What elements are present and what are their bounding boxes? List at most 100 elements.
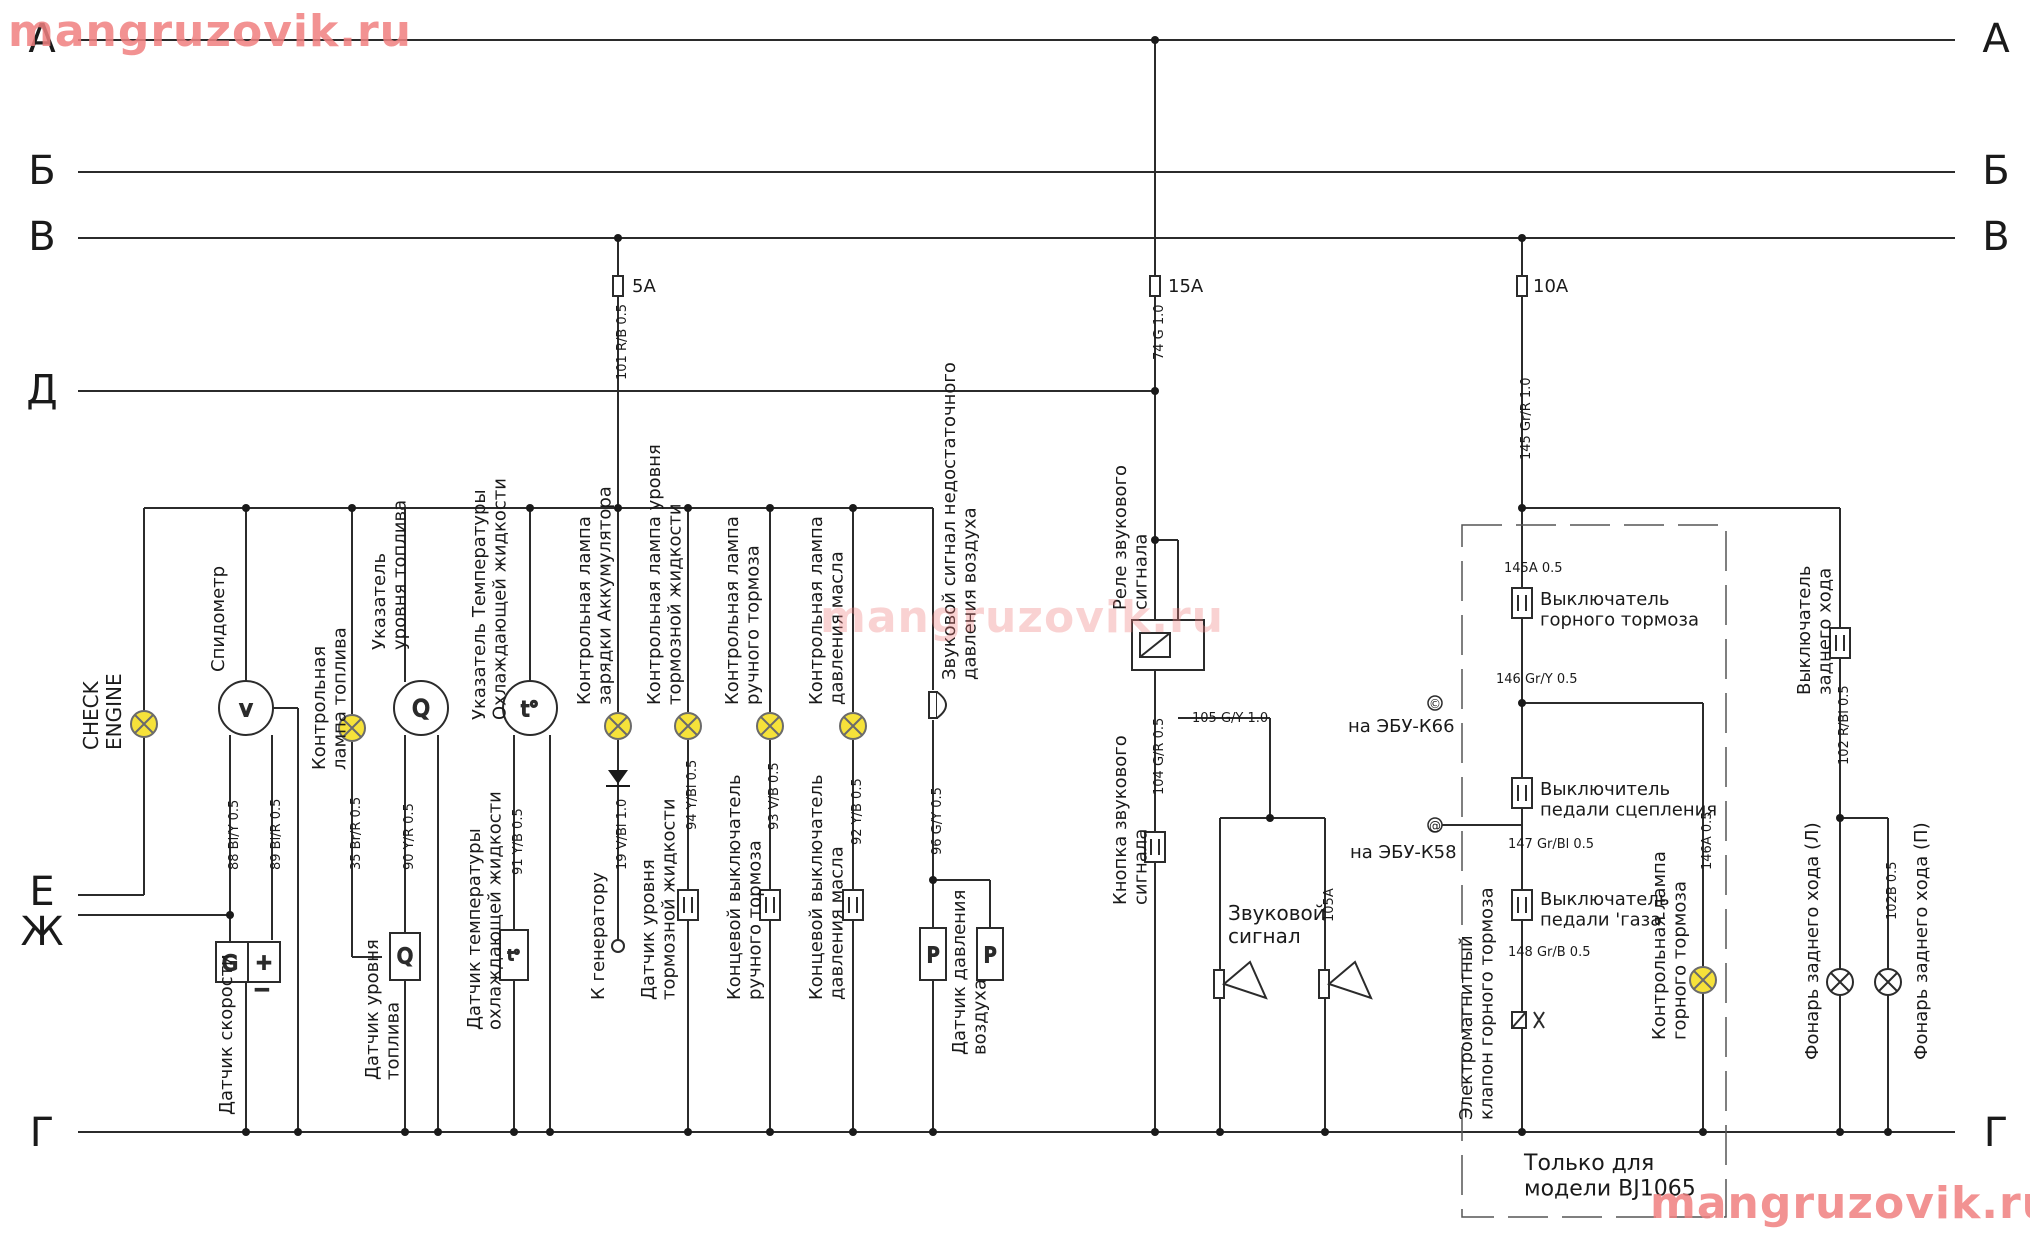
charge-lamp-icon — [604, 712, 632, 740]
check-engine-label: CHECKENGINE — [79, 673, 126, 750]
mountain-valve-label: Электромагнитныйклапон горного тормоза — [1456, 887, 1498, 1120]
reverse-lamp-left-label: Фонарь заднего хода (Л) — [1802, 822, 1823, 1060]
fuel-level-sensor: Q — [389, 932, 421, 981]
horn-1-icon — [1213, 960, 1268, 1000]
air-buzzer-label: Звуковой сигнал недостаточногодавления в… — [939, 362, 981, 680]
hand-brake-switch-label: Концевой выключательручного тормоза — [724, 774, 766, 1000]
rail-a-right: А — [1982, 16, 2010, 62]
rail-e-left: Е — [29, 869, 54, 915]
fuel-lamp-icon — [338, 714, 366, 742]
mountain-brake-lamp-icon — [1689, 966, 1717, 994]
air-buzzer-icon — [928, 691, 947, 719]
brake-fluid-sensor-label: Датчик уровнятормозной жидкости — [638, 798, 680, 1000]
wire-148: 148 Gr/B 0.5 — [1508, 945, 1590, 960]
wire-102b: 102В 0.5 — [1885, 861, 1900, 920]
reverse-switch-label: Выключательзаднего хода — [1794, 566, 1836, 695]
wire-105: 105 G/Y 1.0 — [1192, 711, 1268, 726]
wire-146: 146 Gr/Y 0.5 — [1496, 672, 1578, 687]
rail-g-right: Г — [1984, 1110, 2008, 1156]
svg-text:15А: 15А — [1168, 276, 1204, 297]
wire-101: 101 R/B 0.5 — [615, 304, 630, 380]
ecu-k58-terminal: @ — [1427, 817, 1443, 833]
air-sensor-label: Датчик давлениявоздуха — [949, 890, 991, 1055]
reverse-lamp-right-icon — [1874, 968, 1902, 996]
oil-switch — [842, 889, 864, 921]
wire-89: 89 Bl/R 0.5 — [269, 799, 284, 870]
svg-text:@: @ — [1429, 819, 1441, 833]
temp-sensor: t° — [499, 929, 529, 981]
ecu-k66-label: на ЭБУ-К66 — [1348, 716, 1455, 737]
mountain-brake-switch — [1511, 587, 1533, 619]
gas-pedal-switch — [1511, 889, 1533, 921]
horn-relay — [1131, 619, 1205, 671]
wire-74: 74 G 1.0 — [1152, 304, 1167, 360]
wire-92: 92 Y/B 0.5 — [850, 778, 865, 845]
charge-lamp-label: Контрольная лампазарядки Аккумулятора — [574, 486, 616, 705]
watermark-center: mangruzovik.ru — [820, 592, 1224, 643]
speed-sensor-label: Датчик скорости — [216, 954, 237, 1115]
wire-93: 93 V/B 0.5 — [767, 762, 782, 830]
rail-a-left: А — [28, 16, 56, 62]
check-engine-lamp-icon — [130, 710, 158, 738]
wire-19: 19 V/Bl 1.0 — [615, 799, 630, 870]
wire-91: 91 Y/B 0.5 — [511, 808, 526, 875]
fuel-sensor-label: Датчик уровнятоплива — [362, 939, 404, 1080]
hand-brake-switch — [759, 889, 781, 921]
watermark-top-left: mangruzovik.ru — [8, 6, 412, 57]
horn-relay-label: Реле звуковогосигнала — [1110, 465, 1152, 610]
diode-icon — [606, 770, 630, 787]
svg-text:G: G — [222, 951, 238, 975]
ecu-k58-label: на ЭБУ-К58 — [1350, 842, 1457, 863]
brake-fluid-switch — [677, 889, 699, 921]
fuel-lamp-label: Контрольнаялампа топлива — [309, 627, 351, 770]
oil-lamp-label: Контрольная лампадавления масла — [806, 516, 848, 705]
rail-g-left: Г — [30, 1110, 54, 1156]
rail-v-left: В — [28, 214, 55, 260]
speedometer-label: Спидометр — [208, 566, 229, 672]
wire-90: 90 Y/R 0.5 — [402, 803, 417, 870]
hand-brake-lamp-label: Контрольная лампаручного тормоза — [722, 516, 764, 705]
svg-text:10А: 10А — [1533, 276, 1569, 297]
reverse-lamp-left-icon — [1826, 968, 1854, 996]
mountain-brake-valve-icon — [1511, 1011, 1545, 1029]
temp-gauge-label: Указатель ТемпературыОхлаждающей жидкост… — [469, 478, 511, 720]
generator-terminal-icon — [611, 939, 625, 953]
svg-text:5А: 5А — [632, 276, 656, 297]
rail-b-right: Б — [1982, 148, 2009, 194]
rail-d-left: Д — [26, 367, 57, 413]
horn-button-label: Кнопка звуковогосигнала — [1110, 735, 1152, 905]
horn-2-icon — [1318, 960, 1373, 1000]
fuel-gauge-label: Указательуровня топлива — [369, 500, 411, 650]
hand-brake-lamp-icon — [756, 712, 784, 740]
wire-147: 147 Gr/Bl 0.5 — [1508, 837, 1594, 852]
wire-146a: 146А 0.5 — [1700, 811, 1715, 870]
fuse-5a: 5А — [612, 275, 656, 297]
bj1065-boundary — [1461, 524, 1727, 1218]
rail-v-right: В — [1982, 214, 2009, 260]
oil-lamp-icon — [839, 712, 867, 740]
svg-text:−: − — [254, 977, 271, 1001]
wire-104: 104 G/R 0.5 — [1152, 718, 1167, 795]
brake-fluid-lamp-label: Контрольная лампа уровнятормозной жидкос… — [644, 444, 686, 705]
svg-text:P: P — [984, 943, 996, 967]
speed-sensor: G + − — [215, 941, 281, 1002]
clutch-switch — [1511, 777, 1533, 809]
wire-88: 88 Bl/Y 0.5 — [227, 800, 242, 870]
svg-text:Q: Q — [412, 697, 429, 722]
svg-text:t°: t° — [521, 697, 539, 721]
wire-102: 102 R/Bl 0.5 — [1837, 685, 1852, 765]
generator-label: К генератору — [588, 872, 609, 1000]
fuel-gauge: Q — [393, 680, 449, 736]
rail-b-left: Б — [28, 148, 55, 194]
svg-text:Q: Q — [397, 944, 413, 968]
mountain-lamp-label: Контрольная лампагорного тормоза — [1649, 851, 1691, 1040]
reverse-switch — [1829, 627, 1851, 659]
brake-fluid-lamp-icon — [674, 712, 702, 740]
air-pressure-sensor-2: P — [976, 927, 1004, 981]
rail-zh-left: Ж — [20, 909, 63, 955]
speedometer-gauge: v — [218, 680, 274, 736]
